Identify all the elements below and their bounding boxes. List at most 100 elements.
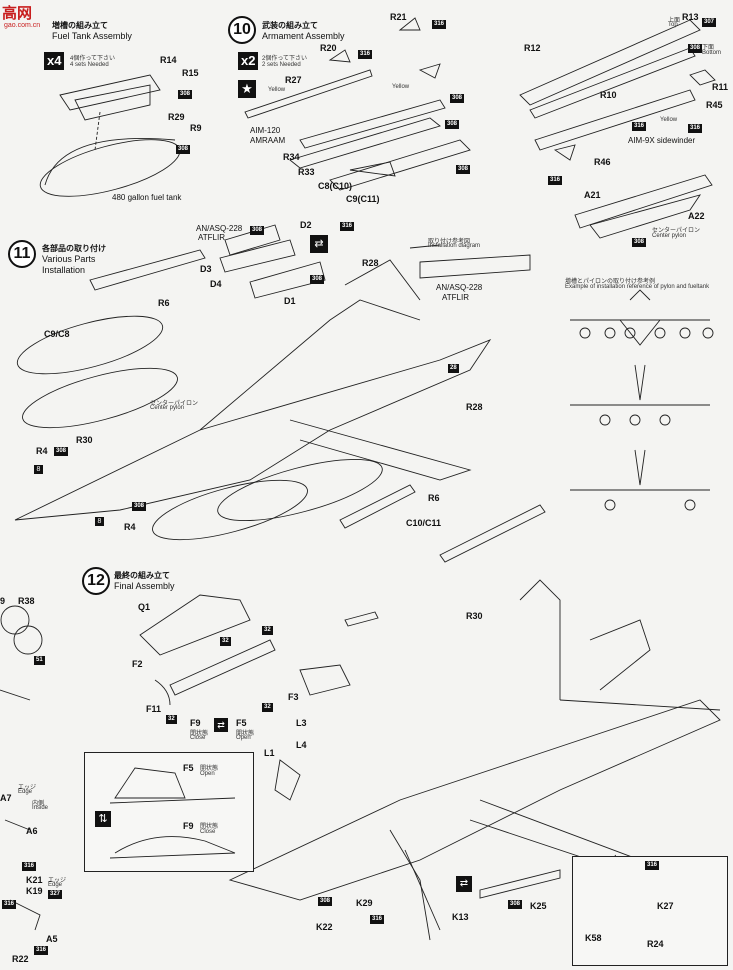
step9-title-en: Fuel Tank Assembly <box>52 31 132 41</box>
pylon-part-a22: A22 <box>688 211 705 221</box>
paint-code: 308 <box>176 145 191 154</box>
part-label: R4 <box>36 446 48 456</box>
part-label: R6 <box>158 298 170 308</box>
inset-f5-label: F5 <box>183 763 194 773</box>
step10-title-en: Armament Assembly <box>262 31 345 41</box>
part-label: R28 <box>466 402 483 412</box>
step9-needed-jp: 4個作って下さい <box>70 56 116 62</box>
part-label: R12 <box>524 43 541 53</box>
star-marker-icon: ★ <box>238 80 256 98</box>
part-label: F11 <box>146 704 162 714</box>
yellow-note: Yellow <box>392 84 410 90</box>
step10-needed-en: 2 sets Needed <box>262 62 301 68</box>
watermark-brand: 高网 <box>2 5 33 22</box>
paint-code: 316 <box>340 222 355 231</box>
step10-number: 10 <box>228 16 256 44</box>
paint-code: 316 <box>688 124 703 133</box>
alternative-arrows-icon: ⇅ <box>95 811 111 827</box>
part-label: R11 <box>712 82 729 92</box>
paint-code: 32 <box>220 637 231 646</box>
part-label: D3 <box>200 264 212 274</box>
part-label: R38 <box>18 596 35 606</box>
paint-code: 316 <box>432 20 447 29</box>
canopy-inset-drawing <box>109 767 236 859</box>
part-label: R10 <box>600 90 617 100</box>
step11-title-en1: Various Parts <box>42 254 96 264</box>
part-label: L3 <box>296 718 307 728</box>
paint-code-bottom: 308 <box>688 44 703 53</box>
yellow-note: Yellow <box>268 87 286 93</box>
part-label: R30 <box>466 611 483 621</box>
part-label: C9/C8 <box>44 329 70 339</box>
part-label: R22 <box>12 954 29 964</box>
part-label: L1 <box>264 748 275 758</box>
part-label: R9 <box>190 123 202 133</box>
step11-number: 11 <box>8 240 36 268</box>
part-label: F5 <box>236 718 247 728</box>
part-label: R33 <box>298 167 315 177</box>
part-label: R6 <box>428 493 440 503</box>
paint-code: 32 <box>262 703 273 712</box>
step9-count-badge: x4 <box>44 52 65 70</box>
step11-title-en2: Installation <box>42 265 86 275</box>
part-label: A7 <box>0 793 12 803</box>
paint-code: 308 <box>456 165 471 174</box>
part-label: R27 <box>285 75 302 85</box>
center-pylon-note-jp: センターパイロン <box>150 401 198 407</box>
part-label: K21 <box>26 875 43 885</box>
paint-code: 316 <box>2 900 17 909</box>
paint-code: 308 <box>54 447 69 456</box>
paint-code: 308 <box>508 900 523 909</box>
part-label: A5 <box>46 934 58 944</box>
center-pylon-en: Center pylon <box>652 233 687 239</box>
center-pylon-note-en: Center pylon <box>150 405 185 411</box>
inset-f9-label: F9 <box>183 821 194 831</box>
part-label: K22 <box>316 922 333 932</box>
paint-code: 316 <box>34 946 49 955</box>
paint-code: 316 <box>632 122 647 131</box>
inside-note-en: Inside <box>32 805 49 811</box>
alternative-arrows-icon: ⇄ <box>310 235 328 253</box>
aim9x-label: AIM-9X sidewinder <box>628 136 696 145</box>
step10-count-badge: x2 <box>238 52 259 70</box>
part-label: K13 <box>452 912 469 922</box>
top-note-en: Top <box>668 22 678 28</box>
inside-note-jp: 内側 <box>32 801 45 807</box>
watermark-url: gao.com.cn <box>4 22 41 29</box>
part-label: K25 <box>530 901 547 911</box>
part-label: D2 <box>300 220 312 230</box>
paint-code: 316 <box>370 915 385 924</box>
paint-code: 308 <box>132 502 147 511</box>
decal-number-icon: 8 <box>95 517 104 526</box>
paint-code: 308 <box>250 226 265 235</box>
part-label: K19 <box>26 886 43 896</box>
f5-open-en: Open <box>236 735 251 741</box>
part-label: L4 <box>296 740 307 750</box>
inset-f9-jp: 閉状態 <box>200 824 219 830</box>
paint-code-top: 307 <box>702 18 717 27</box>
paint-code: 51 <box>34 656 45 665</box>
edge-note-en: Edge <box>18 789 33 795</box>
paint-code: 308 <box>445 120 460 129</box>
paint-code: 316 <box>22 862 37 871</box>
paint-code: 308 <box>178 90 193 99</box>
alternative-arrows-icon: ⇄ <box>456 876 472 892</box>
part-label: Q1 <box>138 602 151 612</box>
diagram-atflir-2: ATFLIR <box>442 293 469 302</box>
c9c11-label: C9(C11) <box>346 194 380 204</box>
inset-f5-en: Open <box>200 771 215 777</box>
part-label: D1 <box>284 296 296 306</box>
bottom-note-en: Bottom <box>702 50 722 56</box>
c8c10-label: C8(C10) <box>318 181 353 191</box>
atflir-label-2: ATFLIR <box>198 233 225 242</box>
part-label: R20 <box>320 43 337 53</box>
part-label: R34 <box>283 152 300 162</box>
step12-title-jp: 最終の組み立て <box>114 571 170 580</box>
part-label: F3 <box>288 692 299 702</box>
part-label: R15 <box>182 68 199 78</box>
part-label: D4 <box>210 279 222 289</box>
step12-title-en: Final Assembly <box>114 581 175 591</box>
paint-code: 28 <box>448 364 459 373</box>
decal-number-icon: 8 <box>34 465 43 474</box>
part-label: R28 <box>362 258 379 268</box>
